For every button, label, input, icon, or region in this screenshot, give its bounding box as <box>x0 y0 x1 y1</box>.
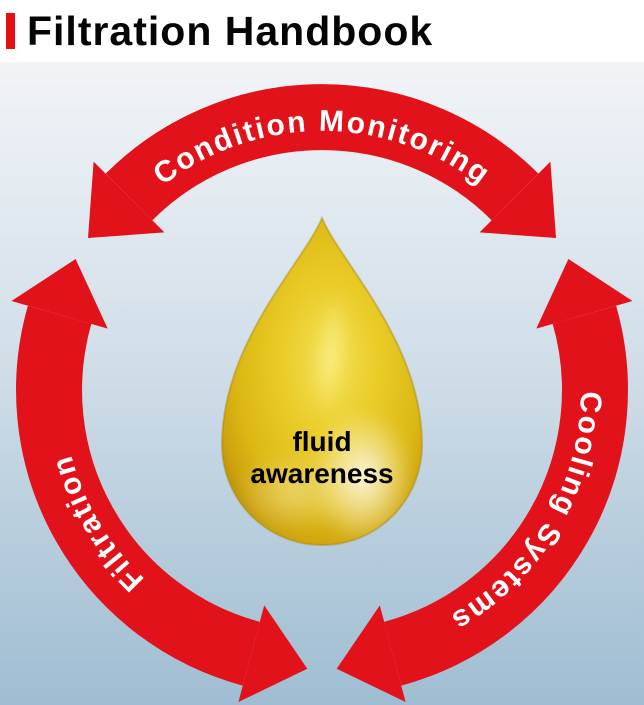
arrowhead-icon <box>536 259 633 329</box>
arrowhead-icon <box>11 259 108 329</box>
arrowhead-icon <box>88 161 165 238</box>
oil-drop-icon: fluid awareness <box>220 215 424 546</box>
oil-drop-highlights <box>235 292 414 545</box>
arrowhead-icon <box>479 161 556 238</box>
arrowhead-icon <box>336 605 406 702</box>
page-title: Filtration Handbook <box>27 7 434 54</box>
arc-band <box>383 305 628 686</box>
header-accent-bar <box>6 13 15 49</box>
drop-label-line2: awareness <box>250 458 393 489</box>
header: Filtration Handbook <box>0 0 644 62</box>
cycle-diagram: Condition Monitoring Cooling Systems Fil… <box>0 62 644 705</box>
drop-label-line1: fluid <box>292 426 351 457</box>
arrowhead-icon <box>238 605 308 702</box>
arc-band <box>16 305 261 686</box>
arc-band <box>105 84 539 221</box>
